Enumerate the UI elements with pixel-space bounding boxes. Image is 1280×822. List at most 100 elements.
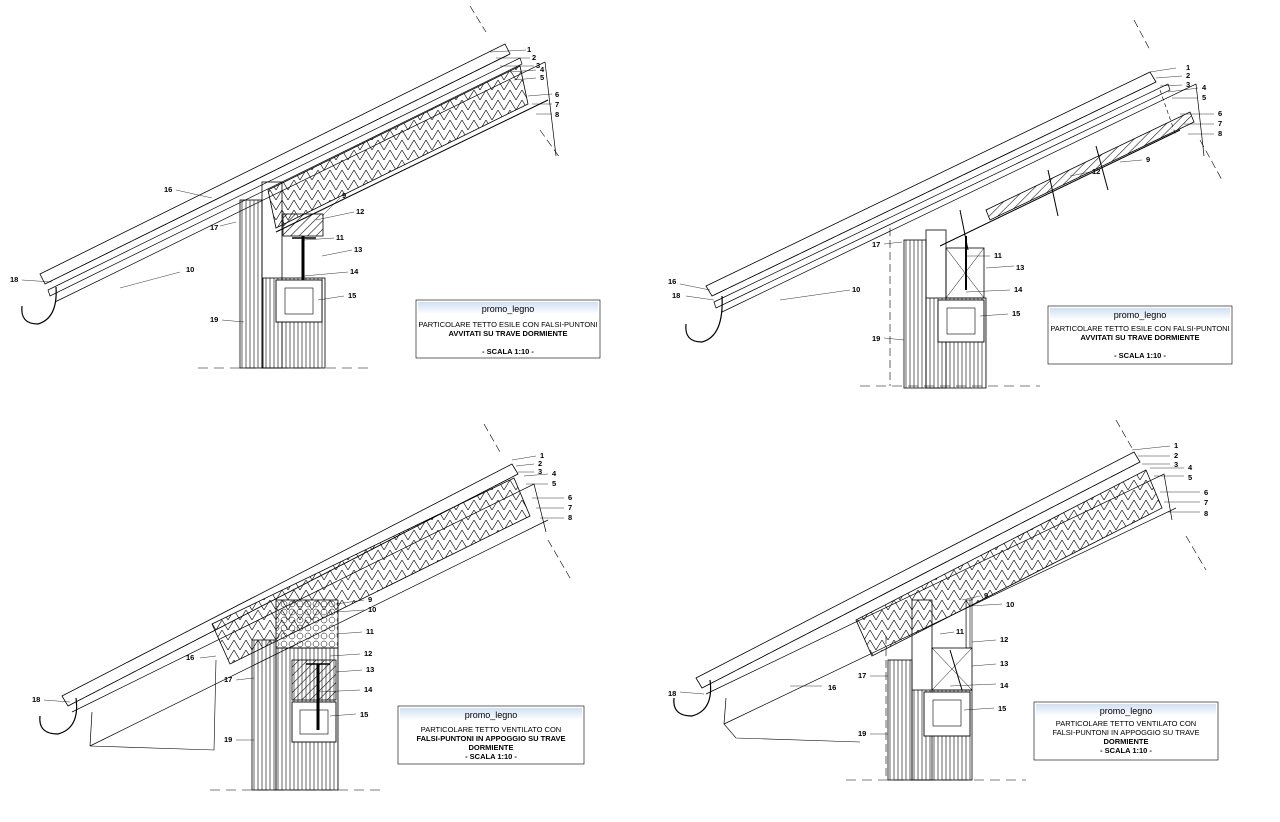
brand-label: promo_legno	[1100, 706, 1153, 716]
label-15: 15	[348, 291, 356, 300]
title-line-1: PARTICOLARE TETTO ESILE CON FALSI-PUNTON…	[1050, 324, 1229, 333]
label-11: 11	[366, 627, 374, 636]
label-1: 1	[1186, 63, 1190, 72]
label-6: 6	[568, 493, 572, 502]
label-7: 7	[568, 503, 572, 512]
label-15: 15	[998, 704, 1006, 713]
label-14: 14	[1014, 285, 1023, 294]
label-3: 3	[1186, 80, 1190, 89]
label-12: 12	[1092, 167, 1100, 176]
label-18: 18	[32, 695, 40, 704]
label-2: 2	[1174, 451, 1178, 460]
title-line-3: DORMIENTE	[1104, 737, 1149, 746]
label-2: 2	[1186, 71, 1190, 80]
label-7: 7	[1218, 119, 1222, 128]
label-13: 13	[354, 245, 362, 254]
label-17: 17	[224, 675, 232, 684]
label-14: 14	[1000, 681, 1009, 690]
title-block-3: promo_legno PARTICOLARE TETTO VENTILATO …	[397, 705, 585, 765]
wall-section	[239, 181, 326, 369]
label-13: 13	[1016, 263, 1024, 272]
label-8: 8	[1204, 509, 1208, 518]
label-16: 16	[828, 683, 836, 692]
scale-label: - SCALA 1:10 -	[465, 752, 517, 761]
label-16: 16	[668, 277, 676, 286]
label-11: 11	[336, 233, 344, 242]
label-7: 7	[1204, 498, 1208, 507]
label-19: 19	[858, 729, 866, 738]
label-6: 6	[1218, 109, 1222, 118]
brand-label: promo_legno	[482, 304, 535, 314]
label-12: 12	[364, 649, 372, 658]
label-12: 12	[1000, 635, 1008, 644]
title-block-4: promo_legno PARTICOLARE TETTO VENTILATO …	[1033, 701, 1219, 761]
detail-1: 1 2 3 4 5 6 7 8 9 10 11 12 13 1	[10, 5, 601, 369]
label-2: 2	[538, 459, 542, 468]
label-17: 17	[858, 671, 866, 680]
label-10: 10	[852, 285, 860, 294]
label-1: 1	[1174, 441, 1178, 450]
label-4: 4	[1188, 463, 1193, 472]
label-10: 10	[186, 265, 194, 274]
title-line-3: DORMIENTE	[469, 743, 514, 752]
detail-2: 1 2 3 4 5 6 7 8 9 10 11 12 13 14 15 16 1…	[668, 19, 1233, 389]
label-13: 13	[1000, 659, 1008, 668]
scale-label: - SCALA 1:10 -	[1100, 746, 1152, 755]
label-3: 3	[1174, 460, 1178, 469]
label-13: 13	[366, 665, 374, 674]
label-18: 18	[668, 689, 676, 698]
label-8: 8	[555, 110, 559, 119]
label-14: 14	[364, 685, 373, 694]
label-6: 6	[1204, 488, 1208, 497]
label-2: 2	[532, 53, 536, 62]
label-8: 8	[568, 513, 572, 522]
label-15: 15	[1012, 309, 1020, 318]
title-line-2: AVVITATI SU TRAVE DORMIENTE	[1080, 333, 1199, 342]
label-11: 11	[994, 251, 1002, 260]
label-7: 7	[555, 100, 559, 109]
label-19: 19	[224, 735, 232, 744]
title-line-1: PARTICOLARE TETTO VENTILATO CON	[1056, 719, 1196, 728]
scale-label: - SCALA 1:10 -	[482, 347, 534, 356]
label-11: 11	[956, 627, 964, 636]
label-18: 18	[672, 291, 680, 300]
callouts-right: 1 2 3 4 5 6 7 8 9 10 11 12 13 1	[10, 45, 559, 324]
label-5: 5	[540, 73, 544, 82]
label-10: 10	[368, 605, 376, 614]
label-10: 10	[1006, 600, 1014, 609]
title-line-2: AVVITATI SU TRAVE DORMIENTE	[448, 329, 567, 338]
label-4: 4	[1202, 83, 1207, 92]
title-block-1: promo_legno PARTICOLARE TETTO ESILE CON …	[415, 299, 601, 359]
label-19: 19	[210, 315, 218, 324]
label-17: 17	[872, 240, 880, 249]
label-6: 6	[555, 90, 559, 99]
label-15: 15	[360, 710, 368, 719]
label-5: 5	[1188, 473, 1192, 482]
label-3: 3	[536, 61, 540, 70]
label-12: 12	[356, 207, 364, 216]
label-17: 17	[210, 223, 218, 232]
brand-label: promo_legno	[465, 710, 518, 720]
label-19: 19	[872, 334, 880, 343]
label-8: 8	[1218, 129, 1222, 138]
label-9: 9	[984, 591, 988, 600]
title-block-2: promo_legno PARTICOLARE TETTO ESILE CON …	[1047, 305, 1233, 365]
label-16: 16	[164, 185, 172, 194]
detail-4: 1 2 3 4 5 6 7 8 9 10 11 12 13 14 15 16 1…	[668, 419, 1219, 781]
gutter	[21, 286, 57, 325]
brand-label: promo_legno	[1114, 310, 1167, 320]
label-16: 16	[186, 653, 194, 662]
label-14: 14	[350, 267, 359, 276]
label-4: 4	[552, 469, 557, 478]
title-line-1: PARTICOLARE TETTO VENTILATO CON	[421, 725, 561, 734]
label-9: 9	[368, 595, 372, 604]
label-5: 5	[552, 479, 556, 488]
roof-tiles	[39, 43, 511, 285]
title-line-2: FALSI-PUNTONI IN APPOGGIO SU TRAVE	[1052, 728, 1199, 737]
label-4: 4	[540, 65, 545, 74]
label-5: 5	[1202, 93, 1206, 102]
insulation-layer	[267, 65, 529, 229]
label-9: 9	[342, 191, 346, 200]
label-1: 1	[527, 45, 531, 54]
